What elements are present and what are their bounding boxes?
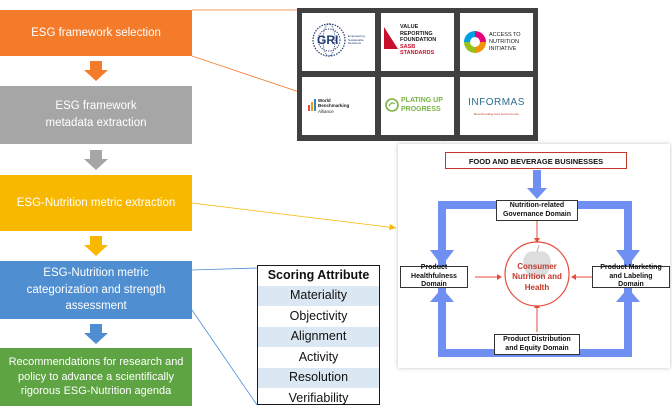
atni-logo: ACCESS TO NUTRITION INITIATIVE — [460, 13, 533, 71]
vrf-line3: FOUNDATION — [400, 37, 437, 44]
apple-icon — [523, 251, 551, 279]
step-metadata-extraction: ESG framework metadata extraction — [0, 86, 192, 144]
framework-header: FOOD AND BEVERAGE BUSINESSES — [445, 152, 627, 169]
vrf-triangle-icon — [384, 27, 398, 49]
vrf-line2: REPORTING — [400, 30, 433, 37]
connector-categorization-to-scoring-top — [191, 267, 258, 271]
plate-icon — [385, 98, 399, 112]
step-recommendations-label: Recommendations for research and policy … — [8, 355, 184, 398]
globe-icon — [312, 23, 346, 57]
step-recommendations: Recommendations for research and policy … — [0, 348, 192, 406]
plating-up-progress-logo: PLATING UP PROGRESS — [381, 77, 454, 135]
step-framework-selection-label: ESG framework selection — [31, 26, 161, 39]
vrf-line1: VALUE — [400, 24, 419, 30]
wba-text: World Benchmarking Alliance — [318, 98, 349, 114]
healthfulness-domain-box: Product Healthfulness Domain — [400, 264, 468, 288]
vrf-text: VALUE REPORTING FOUNDATION SASB STANDARD… — [400, 24, 436, 57]
informas-name: INFORMAS — [468, 97, 525, 108]
plating-line2: PROGRESS — [401, 105, 441, 113]
gri-name: GRI — [317, 33, 339, 47]
scoring-attribute-table: Scoring Attribute Materiality Objectivit… — [257, 265, 380, 405]
scoring-row-materiality: Materiality — [258, 285, 379, 306]
step-metric-extraction-label: ESG-Nutrition metric extraction — [16, 196, 176, 209]
plating-text: PLATING UP PROGRESS — [401, 97, 443, 115]
atni-line1: ACCESS TO — [489, 32, 521, 38]
vrf-line4: SASB — [400, 43, 416, 50]
governance-domain-box: Nutrition-related Governance Domain — [496, 200, 578, 221]
informas-tagline: Benchmarking food environments — [474, 112, 519, 116]
gri-tagline: Empowering Sustainable Decisions — [348, 34, 365, 46]
scoring-row-alignment: Alignment — [258, 326, 379, 347]
scoring-row-activity: Activity — [258, 346, 379, 368]
scoring-row-resolution: Resolution — [258, 367, 379, 388]
down-arrow-3 — [84, 236, 108, 256]
atni-line3: INITIATIVE — [489, 45, 517, 52]
gri-logo: GRI Empowering Sustainable Decisions — [302, 13, 375, 71]
center-label: Consumer Nutrition and Health — [512, 262, 562, 292]
step-metadata-extraction-label: ESG framework metadata extraction — [45, 100, 147, 129]
step-metric-categorization: ESG-Nutrition metric categorization and … — [0, 261, 192, 319]
plating-line1: PLATING UP — [401, 97, 443, 104]
down-arrow-2 — [84, 150, 108, 170]
connector-categorization-to-scoring-bottom — [191, 309, 258, 406]
distribution-domain-box: Product Distribution and Equity Domain — [494, 334, 580, 355]
connector-extraction-to-framework — [191, 202, 397, 229]
atni-text: ACCESS TO NUTRITION INITIATIVE — [489, 32, 521, 53]
framework-diagram: FOOD AND BEVERAGE BUSINESSES Nutrition-r… — [398, 144, 670, 368]
scoring-row-verifiability: Verifiability — [258, 387, 379, 409]
scoring-row-objectivity: Objectivity — [258, 305, 379, 327]
scoring-title: Scoring Attribute — [267, 268, 370, 282]
informas-logo: INFORMAS Benchmarking food environments — [460, 77, 533, 135]
wba-logo: World Benchmarking Alliance — [302, 77, 375, 135]
vrf-logo: VALUE REPORTING FOUNDATION SASB STANDARD… — [381, 13, 454, 71]
logo-panel: GRI Empowering Sustainable Decisions VAL… — [297, 8, 538, 141]
down-arrow-1 — [84, 61, 108, 81]
marketing-domain-box: Product Marketing and Labeling Domain — [592, 264, 670, 288]
wba-bars-icon — [308, 99, 316, 111]
atni-line2: NUTRITION — [489, 38, 519, 45]
connector-extraction-arrowhead — [389, 224, 396, 230]
step-framework-selection: ESG framework selection — [0, 10, 192, 56]
vrf-line5: STANDARDS — [400, 50, 435, 57]
down-arrow-4 — [84, 324, 108, 344]
step-metric-categorization-label: ESG-Nutrition metric categorization and … — [26, 266, 166, 313]
wba-line3: Alliance — [318, 108, 334, 114]
atni-circle-icon — [464, 31, 486, 53]
wba-line1: World — [318, 98, 331, 103]
step-metric-extraction: ESG-Nutrition metric extraction — [0, 175, 192, 231]
wba-line2: Benchmarking — [318, 103, 350, 109]
